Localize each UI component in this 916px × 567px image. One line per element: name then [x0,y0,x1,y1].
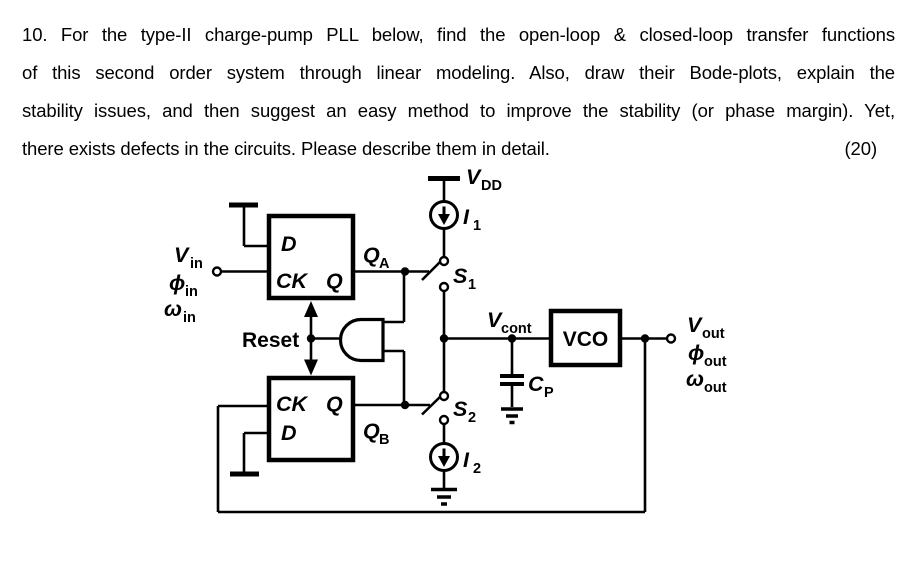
dff-bottom-box [266,375,356,463]
dff-top-d-label: D [281,232,297,256]
switch-s1-arm [421,260,442,281]
dff-bottom-d-tie-wire [242,431,270,472]
and-input-top-wire [383,271,406,324]
s1-label: S [453,264,468,288]
phi-in-label-sub: in [185,284,198,300]
cp-capacitor-plates [500,374,524,386]
vout-label-sub: out [702,326,725,342]
reset-junction-dot [306,334,316,343]
question-points: (20) [844,138,878,159]
qb-label-sub: B [379,432,389,448]
omega-out-label: ω [686,367,704,391]
omega-in-label-sub: in [183,310,196,326]
reset-arrowhead-up [304,301,318,317]
i2-label: I [463,448,470,472]
switch-s2-contact-bottom [438,414,450,426]
s2-label: S [453,397,468,421]
s1-label-sub: 1 [468,277,476,293]
vco-label: VCO [563,328,609,351]
question-line-4-text: there exists defects in the circuits. Pl… [22,138,550,159]
cp-ground-icon [501,407,523,425]
dff-top-d-tie-wire [242,205,270,248]
dff-top-q-label: Q [326,269,343,293]
i1-label-sub: 1 [473,218,481,234]
qb-junction-dot [400,400,410,410]
vcont-node-dot [507,334,517,343]
vdd-label-sub: DD [481,178,502,194]
output-terminal [665,333,677,344]
switch-s2-contact-top [438,390,450,402]
question-line-3: stability issues, and then suggest an ea… [22,100,895,121]
dff-bottom-q-label: Q [326,392,343,416]
qa-junction-dot [400,267,410,276]
switch-s1-contact-bottom [438,281,450,293]
vdd-label: V [466,165,482,189]
current-source-i1-arrowhead [438,214,450,225]
vco-box [548,308,623,368]
charge-pump-node-dot [439,334,449,343]
omega-in-label: ω [164,297,182,321]
qa-label: Q [363,243,380,267]
vcont-label-sub: cont [501,321,532,337]
i1-label: I [463,205,470,229]
vin-label-sub: in [190,256,203,272]
output-node-dot [640,334,650,343]
s2-label-sub: 2 [468,410,476,426]
vcont-label: V [487,308,503,332]
reset-label: Reset [242,329,299,352]
i2-ground-icon [431,487,457,506]
dff-bottom-ck-label: CK [276,392,309,416]
phi-out-label-sub: out [704,354,727,370]
current-source-i2-arrowhead [438,456,450,467]
phi-out-label: ϕ [688,341,704,365]
dff-top-ck-label: CK [276,269,309,293]
i2-label-sub: 2 [473,461,481,477]
qa-label-sub: A [379,256,390,272]
vin-label: V [174,243,190,267]
switch-s2-arm [421,395,442,416]
input-terminal [211,266,223,277]
omega-out-label-sub: out [704,380,727,396]
cp-label-sub: P [544,385,554,401]
qb-label: Q [363,419,380,443]
dff-top-box [266,213,356,301]
question-line-2: of this second order system through line… [22,62,895,83]
feedback-wire [216,338,647,514]
phi-in-label: ϕ [169,271,185,295]
and-gate [338,317,385,363]
dff-bottom-d-label: D [281,421,297,445]
switch-s1-contact-top [438,255,450,267]
vout-label: V [687,313,703,337]
question-line-4: there exists defects in the circuits. Pl… [22,130,895,168]
question-text: 10. For the type-II charge-pump PLL belo… [22,16,895,168]
question-line-1: 10. For the type-II charge-pump PLL belo… [22,24,895,45]
cp-label: C [528,372,544,396]
and-input-bottom-wire [383,349,406,405]
reset-arrowhead-down [304,359,318,376]
